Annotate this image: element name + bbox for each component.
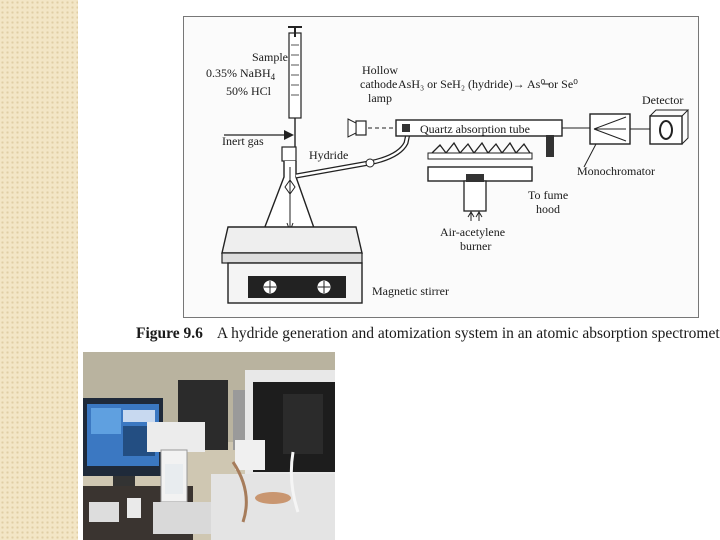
label-hcl: 50% HCl <box>226 84 272 98</box>
lab-instrument-photo <box>83 352 335 540</box>
label-sample: Sample <box>252 50 288 64</box>
label-burner-2: burner <box>460 239 491 253</box>
label-lamp-1: Hollow <box>362 63 398 77</box>
label-lamp-3: lamp <box>368 91 392 105</box>
label-reaction: AsH₃ or SeH₂ (hydride)→ As⁰ or Se⁰ <box>398 77 578 91</box>
decorative-side-strip <box>0 0 78 540</box>
figure-number: Figure 9.6 <box>136 325 203 342</box>
air-acetylene-burner <box>427 166 533 221</box>
label-monochromator: Monochromator <box>577 164 655 178</box>
syringe <box>288 26 302 152</box>
figure-caption: Figure 9.6 A hydride generation and atomi… <box>136 325 720 343</box>
magnetic-stirrer <box>221 226 363 304</box>
label-burner-1: Air-acetylene <box>440 225 505 239</box>
figure-caption-text: A hydride generation and atomization sys… <box>216 325 720 342</box>
detector <box>649 109 690 145</box>
label-hydride: Hydride <box>309 148 348 162</box>
figure-diagram: Sample 0.35% NaBH4 50% HCl Hollow cathod… <box>183 16 699 318</box>
burner-flame <box>427 141 533 160</box>
hydride-system-schematic: Sample 0.35% NaBH4 50% HCl Hollow cathod… <box>206 26 690 304</box>
monochromator <box>583 113 650 168</box>
inert-gas-arrow <box>224 130 294 140</box>
label-fume-1: To fume <box>528 188 568 202</box>
quartz-absorption-tube <box>395 119 590 157</box>
hollow-cathode-lamp <box>347 118 396 138</box>
label-inert-gas: Inert gas <box>222 134 264 148</box>
label-quartz-tube: Quartz absorption tube <box>420 122 530 136</box>
label-detector: Detector <box>642 93 683 107</box>
label-nabh4: 0.35% NaBH4 <box>206 66 276 82</box>
label-stirrer: Magnetic stirrer <box>372 284 449 298</box>
label-lamp-2: cathode <box>360 77 397 91</box>
hydride-transfer-tube <box>295 128 412 179</box>
lab-photo-illustration <box>83 352 335 540</box>
label-fume-2: hood <box>536 202 560 216</box>
